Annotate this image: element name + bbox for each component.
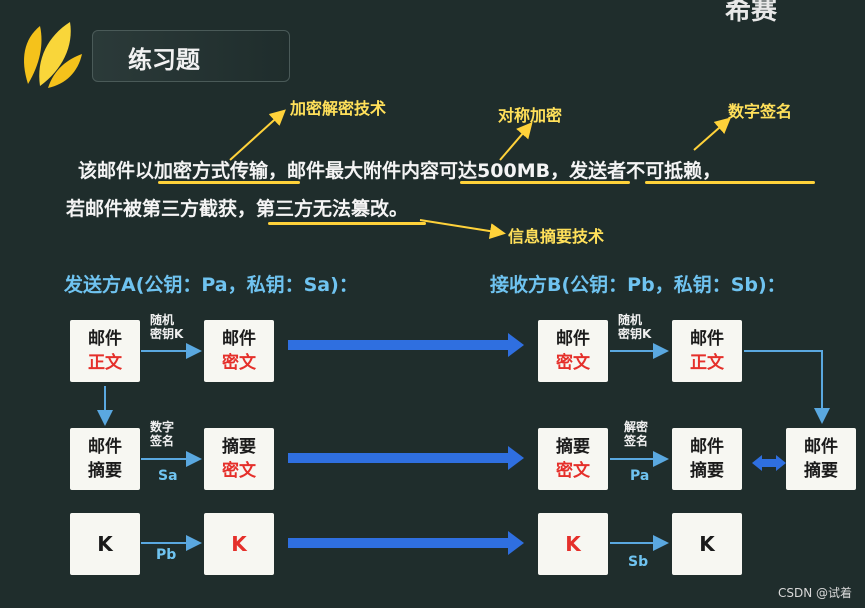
edge-label-pa: Pa <box>630 468 650 484</box>
box-line: 摘要 <box>222 437 256 457</box>
edge-label-line: 解密 <box>624 420 649 434</box>
edge-label-line: 数字 <box>150 420 175 434</box>
question-text: ， <box>702 160 722 182</box>
compare-double-arrow <box>752 455 786 471</box>
box-sender-ciphertext: 邮件 密文 <box>204 320 274 382</box>
box-sender-encrypted-digest: 摘要 密文 <box>204 428 274 490</box>
edge-label-sign: 数字 签名 <box>150 420 174 448</box>
box-line-highlight: K <box>565 532 581 556</box>
edge-label-line: 随机 <box>150 313 175 327</box>
question-text: 若邮件被第三方截获， <box>66 198 257 220</box>
box-receiver-digest: 邮件 摘要 <box>672 428 742 490</box>
box-line-highlight: 密文 <box>222 353 256 373</box>
edge-label-line: 签名 <box>150 434 175 448</box>
edge-label-line: 随机 <box>618 313 643 327</box>
edge-label-verify: 解密 签名 <box>624 420 648 448</box>
question-line-2: 若邮件被第三方截获，第三方无法篡改。 <box>66 194 408 221</box>
box-receiver-plaintext: 邮件 正文 <box>672 320 742 382</box>
box-line: 邮件 <box>88 329 122 349</box>
transfer-arrow <box>288 531 524 555</box>
transfer-arrow <box>288 446 524 470</box>
question-highlight-tamper: 第三方无法篡改 <box>256 198 390 220</box>
edge-label-sa: Sa <box>158 468 178 484</box>
title-panel <box>92 30 290 82</box>
box-receiver-encrypted-digest: 摘要 密文 <box>538 428 608 490</box>
underline-nonrepudiation <box>645 181 815 184</box>
box-line: 摘要 <box>88 461 122 481</box>
question-highlight-content: 内容可达500MB <box>401 160 551 182</box>
box-line: 邮件 <box>88 437 122 457</box>
question-text: 。 <box>389 198 409 220</box>
box-receiver-ciphertext: 邮件 密文 <box>538 320 608 382</box>
edge-label-pb: Pb <box>156 547 177 563</box>
box-line: 邮件 <box>222 329 256 349</box>
underline-content <box>460 181 630 184</box>
box-line-highlight: 密文 <box>556 353 590 373</box>
box-line: 摘要 <box>804 461 838 481</box>
annotation-digital-signature: 数字签名 <box>728 102 793 121</box>
box-line-highlight: K <box>231 532 247 556</box>
question-highlight-encryption: 加密方式传输 <box>154 160 269 182</box>
leaf-logo-icon <box>24 22 82 88</box>
box-line: 摘要 <box>690 461 724 481</box>
underline-encryption <box>158 181 300 184</box>
question-text: ， <box>550 160 570 182</box>
box-line-highlight: 密文 <box>556 461 590 481</box>
sender-label: 发送方A(公钥：Pa，私钥：Sa)： <box>64 274 358 296</box>
box-line: K <box>699 532 715 556</box>
box-line: 摘要 <box>556 437 590 457</box>
box-sender-key: K <box>70 513 140 575</box>
box-receiver-key: K <box>672 513 742 575</box>
underline-tamper <box>268 222 426 225</box>
edge-label-random-key-b: 随机 密钥K <box>618 313 651 341</box>
box-sender-encrypted-key: K <box>204 513 274 575</box>
edge-label-line: 密钥K <box>150 327 184 341</box>
edge-label-random-key: 随机 密钥K <box>150 313 183 341</box>
box-line-highlight: 正文 <box>88 353 122 373</box>
box-line-highlight: 正文 <box>690 353 724 373</box>
question-line-1: 该邮件以加密方式传输，邮件最大附件内容可达500MB，发送者不可抵赖， <box>78 156 721 183</box>
box-line: 邮件 <box>804 437 838 457</box>
box-line: 邮件 <box>690 329 724 349</box>
annotation-arrow <box>229 109 286 161</box>
flow-arrow <box>744 350 830 424</box>
annotation-arrow <box>419 219 506 240</box>
annotation-arrow <box>499 121 533 161</box>
box-receiver-computed-digest: 邮件 摘要 <box>786 428 856 490</box>
watermark: CSDN @试着 <box>778 586 853 600</box>
box-line: 邮件 <box>556 329 590 349</box>
annotation-symmetric: 对称加密 <box>498 106 563 125</box>
question-text: 该邮件以 <box>78 160 155 182</box>
question-text: ，邮件最大附件 <box>268 160 402 182</box>
box-sender-digest: 邮件 摘要 <box>70 428 140 490</box>
annotation-digest-tech: 信息摘要技术 <box>508 227 605 246</box>
box-line-highlight: 密文 <box>222 461 256 481</box>
transfer-arrow <box>288 333 524 357</box>
box-receiver-encrypted-key: K <box>538 513 608 575</box>
brand-logo-text: 希赛 <box>725 0 778 26</box>
edge-label-sb: Sb <box>628 554 649 570</box>
question-highlight-nonrepudiation: 发送者不可抵赖 <box>569 160 703 182</box>
page-title: 练习题 <box>128 46 200 74</box>
receiver-label: 接收方B(公钥：Pb，私钥：Sb)： <box>490 274 786 296</box>
box-line: K <box>97 532 113 556</box>
box-sender-plaintext: 邮件 正文 <box>70 320 140 382</box>
box-line: 邮件 <box>690 437 724 457</box>
edge-label-line: 密钥K <box>618 327 652 341</box>
annotation-arrow <box>693 117 731 151</box>
annotation-encryption-tech: 加密解密技术 <box>290 99 387 118</box>
edge-label-line: 签名 <box>624 434 649 448</box>
